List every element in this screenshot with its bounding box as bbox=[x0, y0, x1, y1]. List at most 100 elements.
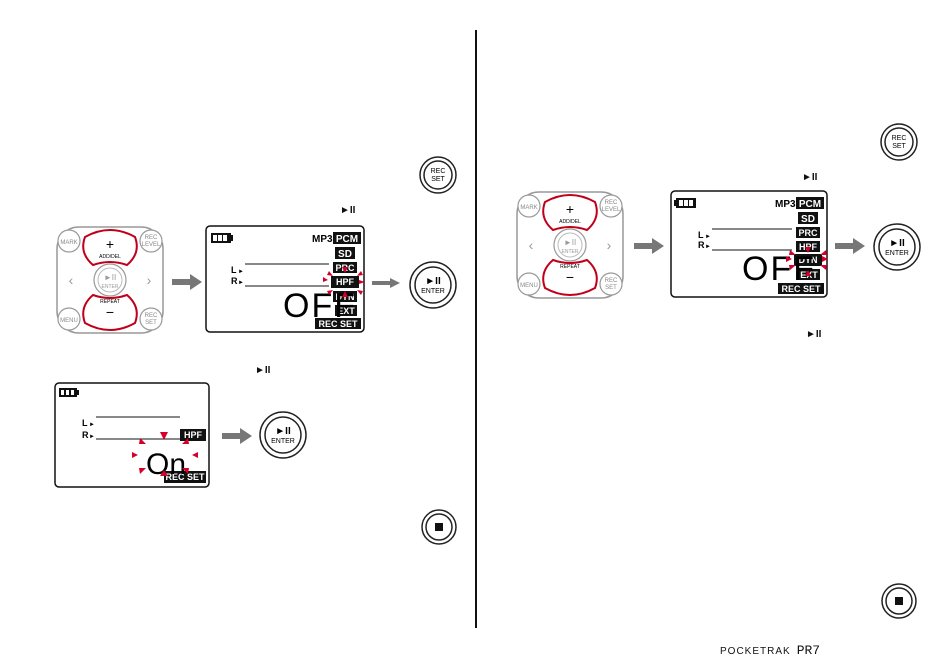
rec-set-label-top: REC bbox=[431, 168, 446, 175]
mark-button bbox=[57, 229, 81, 253]
svg-text:LEVEL: LEVEL bbox=[142, 242, 161, 248]
arrow-right bbox=[634, 238, 664, 254]
svg-text:DYN: DYN bbox=[798, 255, 817, 265]
svg-text:L: L bbox=[698, 230, 704, 240]
enter-round-button[interactable]: ►II ENTER bbox=[258, 410, 308, 460]
blink-indicator bbox=[786, 247, 828, 276]
svg-text:►II: ►II bbox=[564, 238, 576, 247]
play-pause-symbol: ►II bbox=[802, 172, 818, 183]
svg-text:ENTER: ENTER bbox=[885, 250, 909, 257]
svg-text:−: − bbox=[566, 269, 574, 285]
blink-indicator bbox=[323, 267, 365, 297]
svg-text:PRC: PRC bbox=[798, 228, 818, 238]
rec-set-round-button[interactable]: REC SET bbox=[418, 155, 458, 195]
arrow-right bbox=[222, 428, 252, 444]
svg-text:L: L bbox=[82, 418, 88, 428]
lcd-display-left: MP3 PCM SD PRC HPF DYN EXT REC SET L ► R… bbox=[205, 225, 365, 333]
svg-text:ENTER: ENTER bbox=[271, 438, 295, 445]
svg-text:+: + bbox=[566, 201, 574, 217]
rec-set-small-button bbox=[139, 307, 163, 331]
svg-text:►II: ►II bbox=[889, 238, 905, 249]
play-pause-symbol: ►II bbox=[806, 329, 822, 340]
svg-text:REC SET: REC SET bbox=[318, 319, 358, 329]
svg-text:►: ► bbox=[705, 234, 711, 240]
footer-brand-logo: POCKETRAK PR7 bbox=[720, 643, 820, 658]
rec-set-label-bottom: SET bbox=[431, 176, 445, 183]
rec-level-button bbox=[139, 229, 163, 253]
svg-text:EXT: EXT bbox=[337, 306, 355, 316]
enter-round-button[interactable]: ►II ENTER bbox=[872, 222, 922, 272]
svg-text:SET: SET bbox=[145, 320, 157, 326]
arrow-right bbox=[172, 274, 202, 290]
svg-text:►: ► bbox=[89, 422, 95, 428]
arrow-right bbox=[835, 238, 865, 254]
svg-text:HPF: HPF bbox=[336, 277, 355, 287]
plus-button bbox=[542, 194, 598, 232]
svg-text:R: R bbox=[698, 240, 705, 250]
svg-text:ENTER: ENTER bbox=[562, 249, 579, 255]
menu-button bbox=[517, 272, 541, 296]
svg-text:►II: ►II bbox=[104, 273, 116, 282]
stop-icon bbox=[895, 597, 903, 605]
lcd-display-right: MP3 PCM SD PRC HPF DYN EXT REC SET L ► R… bbox=[670, 190, 828, 298]
svg-text:R: R bbox=[231, 276, 238, 286]
svg-text:REC: REC bbox=[145, 235, 158, 241]
svg-text:REC: REC bbox=[892, 135, 907, 142]
model-name: PR7 bbox=[796, 643, 821, 658]
arrow-right bbox=[372, 278, 400, 288]
svg-text:MARK: MARK bbox=[60, 240, 77, 246]
play-pause-symbol: ►II bbox=[340, 205, 356, 216]
rec-set-round-button[interactable]: REC SET bbox=[879, 122, 919, 162]
svg-text:PCM: PCM bbox=[799, 199, 821, 210]
svg-text:SD: SD bbox=[338, 249, 352, 260]
svg-text:+: + bbox=[106, 236, 114, 252]
svg-text:MP3: MP3 bbox=[312, 234, 333, 245]
svg-text:SD: SD bbox=[801, 214, 815, 225]
svg-text:REPEAT: REPEAT bbox=[100, 299, 120, 305]
svg-text:L: L bbox=[231, 265, 237, 275]
play-pause-symbol: ►II bbox=[255, 365, 271, 376]
mark-button bbox=[517, 194, 541, 218]
svg-text:‹: ‹ bbox=[69, 272, 74, 288]
svg-text:►: ► bbox=[238, 269, 244, 275]
svg-text:►: ► bbox=[238, 280, 244, 286]
svg-text:SET: SET bbox=[605, 285, 617, 291]
svg-text:►: ► bbox=[705, 244, 711, 250]
svg-text:−: − bbox=[106, 304, 114, 320]
rec-level-button bbox=[599, 194, 623, 218]
svg-text:ADD/DEL: ADD/DEL bbox=[559, 219, 581, 225]
brand-name: POCKETRAK bbox=[720, 646, 791, 657]
lcd-off-value: OFF bbox=[742, 250, 816, 288]
svg-text:ENTER: ENTER bbox=[421, 288, 445, 295]
keypad-right[interactable]: MARK REC LEVEL MENU REC SET + ADD/DEL RE… bbox=[515, 190, 625, 300]
rec-set-small-button bbox=[599, 272, 623, 296]
svg-text:REC: REC bbox=[605, 200, 618, 206]
minus-button bbox=[82, 293, 138, 331]
svg-text:LEVEL: LEVEL bbox=[602, 207, 621, 213]
svg-text:REC: REC bbox=[145, 313, 158, 319]
svg-text:MARK: MARK bbox=[520, 205, 537, 211]
svg-text:MP3: MP3 bbox=[775, 199, 796, 210]
blink-indicator bbox=[132, 432, 198, 476]
minus-button bbox=[542, 258, 598, 296]
svg-text:›: › bbox=[607, 237, 612, 253]
svg-text:REC SET: REC SET bbox=[781, 284, 821, 294]
svg-text:SET: SET bbox=[892, 143, 906, 150]
svg-text:PCM: PCM bbox=[336, 234, 358, 245]
svg-text:ENTER: ENTER bbox=[102, 284, 119, 290]
enter-round-button[interactable]: ►II ENTER bbox=[408, 260, 458, 310]
lcd-display-on: L ► R ► HPF REC SET On bbox=[54, 382, 210, 488]
stop-round-button[interactable] bbox=[420, 508, 458, 546]
stop-round-button[interactable] bbox=[880, 582, 918, 620]
svg-text:REC: REC bbox=[605, 278, 618, 284]
lcd-on-value: On bbox=[146, 448, 186, 481]
svg-text:R: R bbox=[82, 430, 89, 440]
page-divider bbox=[475, 30, 477, 628]
svg-text:►II: ►II bbox=[425, 276, 441, 287]
svg-text:REC SET: REC SET bbox=[165, 472, 205, 482]
svg-text:ADD/DEL: ADD/DEL bbox=[99, 254, 121, 260]
svg-text:MENU: MENU bbox=[60, 318, 78, 324]
plus-button bbox=[82, 229, 138, 267]
svg-text:►: ► bbox=[89, 434, 95, 440]
keypad-left[interactable]: MARK REC LEVEL MENU REC SET + ADD/DEL RE… bbox=[55, 225, 165, 335]
